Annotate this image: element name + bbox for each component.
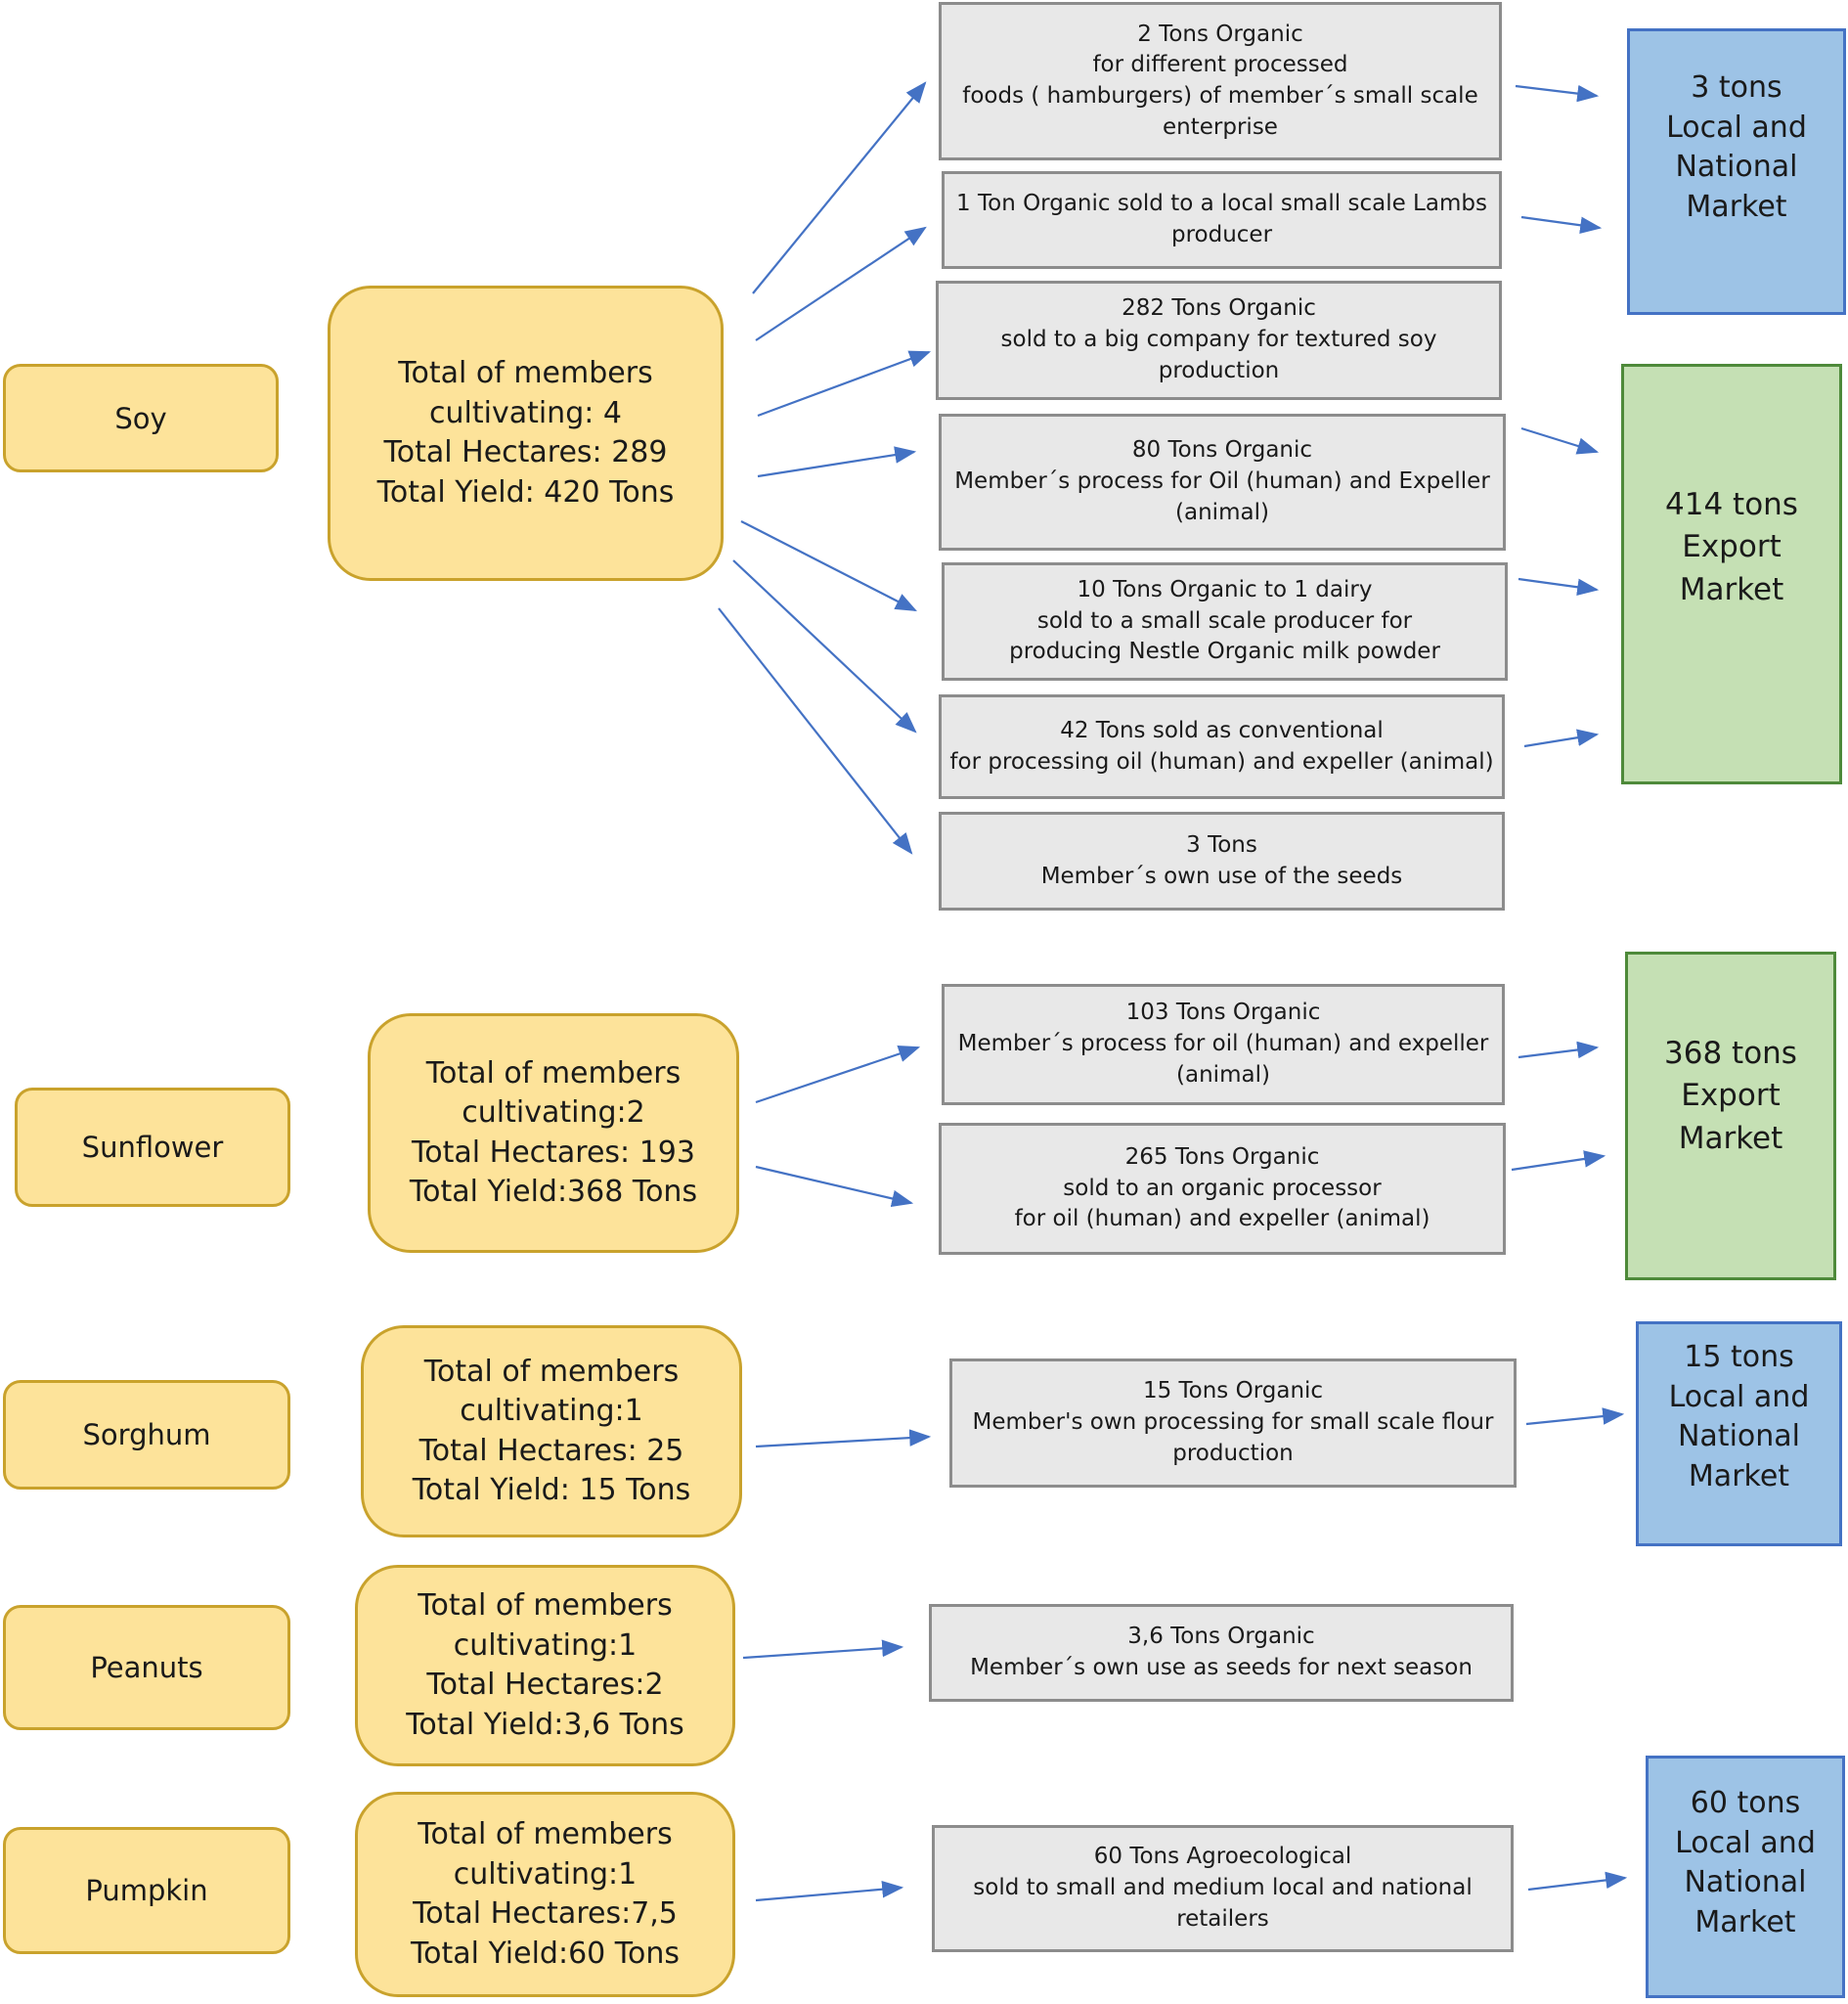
flow-arrow-17 xyxy=(755,1429,932,1448)
flow-arrow-13 xyxy=(755,1045,921,1104)
crop-peanuts: Peanuts xyxy=(3,1605,290,1730)
flow-arrow-21 xyxy=(1527,1871,1628,1892)
flow-arrow-2 xyxy=(755,226,927,341)
flow-arrow-14 xyxy=(755,1165,914,1208)
soy-flow-lambs-producer: 1 Ton Organic sold to a local small scal… xyxy=(942,171,1502,269)
crop-sorghum: Sorghum xyxy=(3,1380,290,1490)
flow-arrow-15 xyxy=(1518,1041,1600,1059)
soy-flow-hamburgers: 2 Tons Organic for different processed f… xyxy=(939,2,1502,160)
crop-sunflower: Sunflower xyxy=(15,1088,290,1207)
flow-arrow-3 xyxy=(757,350,932,418)
flow-arrow-4 xyxy=(757,446,917,478)
pumpkin-flow-retailers: 60 Tons Agroecological sold to small and… xyxy=(932,1825,1514,1952)
crop-soy: Soy xyxy=(3,364,279,472)
flow-arrow-18 xyxy=(1525,1407,1625,1426)
soy-summary: Total of members cultivating: 4 Total He… xyxy=(328,286,724,581)
flow-arrow-5 xyxy=(740,520,917,612)
flow-arrow-1 xyxy=(752,81,927,294)
soy-flow-conventional: 42 Tons sold as conventional for process… xyxy=(939,694,1505,799)
sorghum-flow-flour: 15 Tons Organic Member's own processing … xyxy=(949,1358,1517,1488)
crop-pumpkin: Pumpkin xyxy=(3,1827,290,1954)
sorghum-summary: Total of members cultivating:1 Total Hec… xyxy=(361,1325,742,1537)
flow-arrow-16 xyxy=(1511,1150,1606,1172)
flow-arrow-8 xyxy=(1515,84,1600,103)
sunflower-flow-organic-processor: 265 Tons Organic sold to an organic proc… xyxy=(939,1123,1506,1255)
soy-flow-dairy: 10 Tons Organic to 1 dairy sold to a sma… xyxy=(942,562,1508,681)
soy-flow-textured-soy: 282 Tons Organic sold to a big company f… xyxy=(936,281,1502,400)
sunflower-flow-oil-expeller: 103 Tons Organic Member´s process for oi… xyxy=(942,984,1505,1105)
market-soy-local-national: 3 tons Local and National Market xyxy=(1627,28,1846,315)
sunflower-summary: Total of members cultivating:2 Total Hec… xyxy=(368,1013,739,1253)
flow-arrow-6 xyxy=(732,559,917,734)
soy-flow-own-seeds: 3 Tons Member´s own use of the seeds xyxy=(939,812,1505,911)
flow-arrow-11 xyxy=(1518,577,1600,597)
flow-arrow-12 xyxy=(1523,729,1600,748)
market-sunflower-export: 368 tons Export Market xyxy=(1625,952,1836,1280)
flow-arrow-9 xyxy=(1520,215,1603,235)
pumpkin-summary: Total of members cultivating:1 Total Hec… xyxy=(355,1792,735,1997)
flow-arrow-10 xyxy=(1520,426,1600,455)
flow-arrow-19 xyxy=(742,1639,904,1660)
peanuts-flow-own-seeds: 3,6 Tons Organic Member´s own use as see… xyxy=(929,1604,1514,1702)
flow-arrow-20 xyxy=(755,1880,904,1902)
peanuts-summary: Total of members cultivating:1 Total Hec… xyxy=(355,1565,735,1766)
market-soy-export: 414 tons Export Market xyxy=(1621,364,1842,784)
soy-flow-oil-expeller: 80 Tons Organic Member´s process for Oil… xyxy=(939,414,1506,551)
market-pumpkin-local-national: 60 tons Local and National Market xyxy=(1646,1756,1845,1998)
market-sorghum-local-national: 15 tons Local and National Market xyxy=(1636,1321,1842,1546)
flow-arrow-7 xyxy=(718,607,913,855)
